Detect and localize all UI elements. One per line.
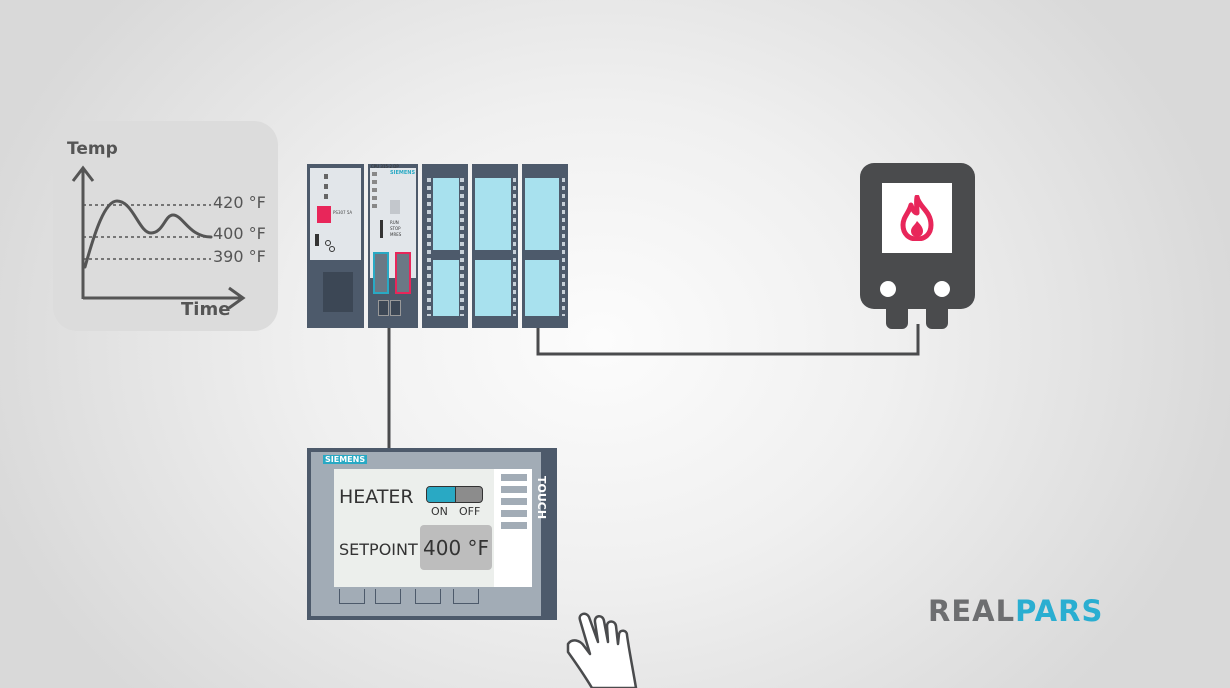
toggle-off-label: OFF <box>459 505 481 518</box>
setpoint-level-label: 400 °F <box>213 224 266 243</box>
psu-terminal <box>329 246 335 252</box>
io-module-2 <box>472 164 518 328</box>
heater-device <box>860 163 975 329</box>
mpi-port[interactable] <box>373 252 389 294</box>
temperature-graph-card: Temp Time 420 °F 400 °F 390 °F <box>53 121 278 331</box>
flame-icon <box>900 195 934 241</box>
cpu-mode-stop: STOP <box>390 226 401 231</box>
io-led-column <box>460 178 464 316</box>
hmi-brand-label: SIEMENS <box>323 455 368 464</box>
pointing-hand-icon <box>566 612 638 688</box>
cpu-brand-label: SIEMENS <box>390 170 416 176</box>
cpu-lower-port <box>378 300 389 316</box>
upper-limit-label: 420 °F <box>213 193 266 212</box>
io-module-1 <box>422 164 468 328</box>
hmi-function-key[interactable] <box>415 589 441 604</box>
io-label-strip <box>475 178 511 250</box>
cpu-status-led <box>372 180 377 184</box>
y-axis-label: Temp <box>67 139 118 159</box>
output-module <box>522 164 568 328</box>
realpars-logo: REALPARS <box>928 594 1103 628</box>
hmi-side-button[interactable] <box>501 498 527 505</box>
heater-terminal <box>880 281 896 297</box>
cpu-memory-slot[interactable] <box>390 200 400 214</box>
setpoint-label: SETPOINT <box>339 540 418 559</box>
hmi-touch-label: TOUCH <box>535 476 548 520</box>
hmi-side-button[interactable] <box>501 510 527 517</box>
hmi-function-key[interactable] <box>339 589 365 604</box>
cpu-status-led <box>372 196 377 200</box>
psu-vent <box>323 272 353 312</box>
hmi-function-key[interactable] <box>453 589 479 604</box>
io-label-strip <box>525 260 559 316</box>
setpoint-value-box[interactable] <box>420 525 492 570</box>
psu-indicator <box>324 174 328 179</box>
power-supply-module: PS307 5A <box>307 164 364 328</box>
heater-leg <box>886 303 908 329</box>
logo-part-2: PARS <box>1015 594 1104 628</box>
io-label-strip <box>433 260 459 316</box>
cpu-status-led <box>372 172 377 176</box>
psu-label: PS307 5A <box>333 210 353 215</box>
x-axis-arrowhead <box>228 286 246 310</box>
psu-switch[interactable] <box>317 206 331 223</box>
heater-terminal <box>934 281 950 297</box>
hmi-side-button[interactable] <box>501 522 527 529</box>
io-led-column <box>427 178 431 316</box>
psu-indicator <box>324 194 328 199</box>
logo-part-1: REAL <box>928 594 1016 628</box>
hmi-panel: SIEMENS TOUCH HEATER ON OFF SETPOINT 400… <box>307 448 557 620</box>
cpu-model-label: CPU 315-2 DP <box>371 164 399 169</box>
temperature-response-curve <box>83 199 213 269</box>
dp-port[interactable] <box>395 252 411 294</box>
x-axis-label: Time <box>181 299 231 320</box>
hmi-side-button[interactable] <box>501 486 527 493</box>
heater-toggle-on-segment <box>427 487 456 502</box>
cpu-status-led <box>372 188 377 192</box>
cpu-mode-run: RUN <box>390 220 399 225</box>
io-label-strip <box>475 260 511 316</box>
psu-toggle[interactable] <box>315 234 319 246</box>
heater-leg <box>926 303 948 329</box>
cpu-lower-port <box>390 300 401 316</box>
io-led-column <box>562 178 565 316</box>
cpu-status-led <box>372 204 377 208</box>
io-label-strip <box>525 178 559 250</box>
setpoint-value[interactable]: 400 °F <box>423 536 490 560</box>
cpu-module: CPU 315-2 DP SIEMENS RUN STOP MRES <box>368 164 418 328</box>
lower-limit-label: 390 °F <box>213 247 266 266</box>
psu-terminal <box>325 240 331 246</box>
temperature-graph <box>71 165 246 310</box>
cpu-mode-mres: MRES <box>390 232 402 237</box>
psu-indicator <box>324 184 328 189</box>
hmi-function-key[interactable] <box>375 589 401 604</box>
hmi-side-button[interactable] <box>501 474 527 481</box>
y-axis-arrowhead <box>71 165 95 182</box>
cpu-mode-switch[interactable] <box>380 220 383 238</box>
io-led-column <box>513 178 516 316</box>
toggle-on-label: ON <box>431 505 448 518</box>
io-label-strip <box>433 178 459 250</box>
heater-label: HEATER <box>339 486 414 508</box>
heater-toggle[interactable] <box>426 486 483 503</box>
